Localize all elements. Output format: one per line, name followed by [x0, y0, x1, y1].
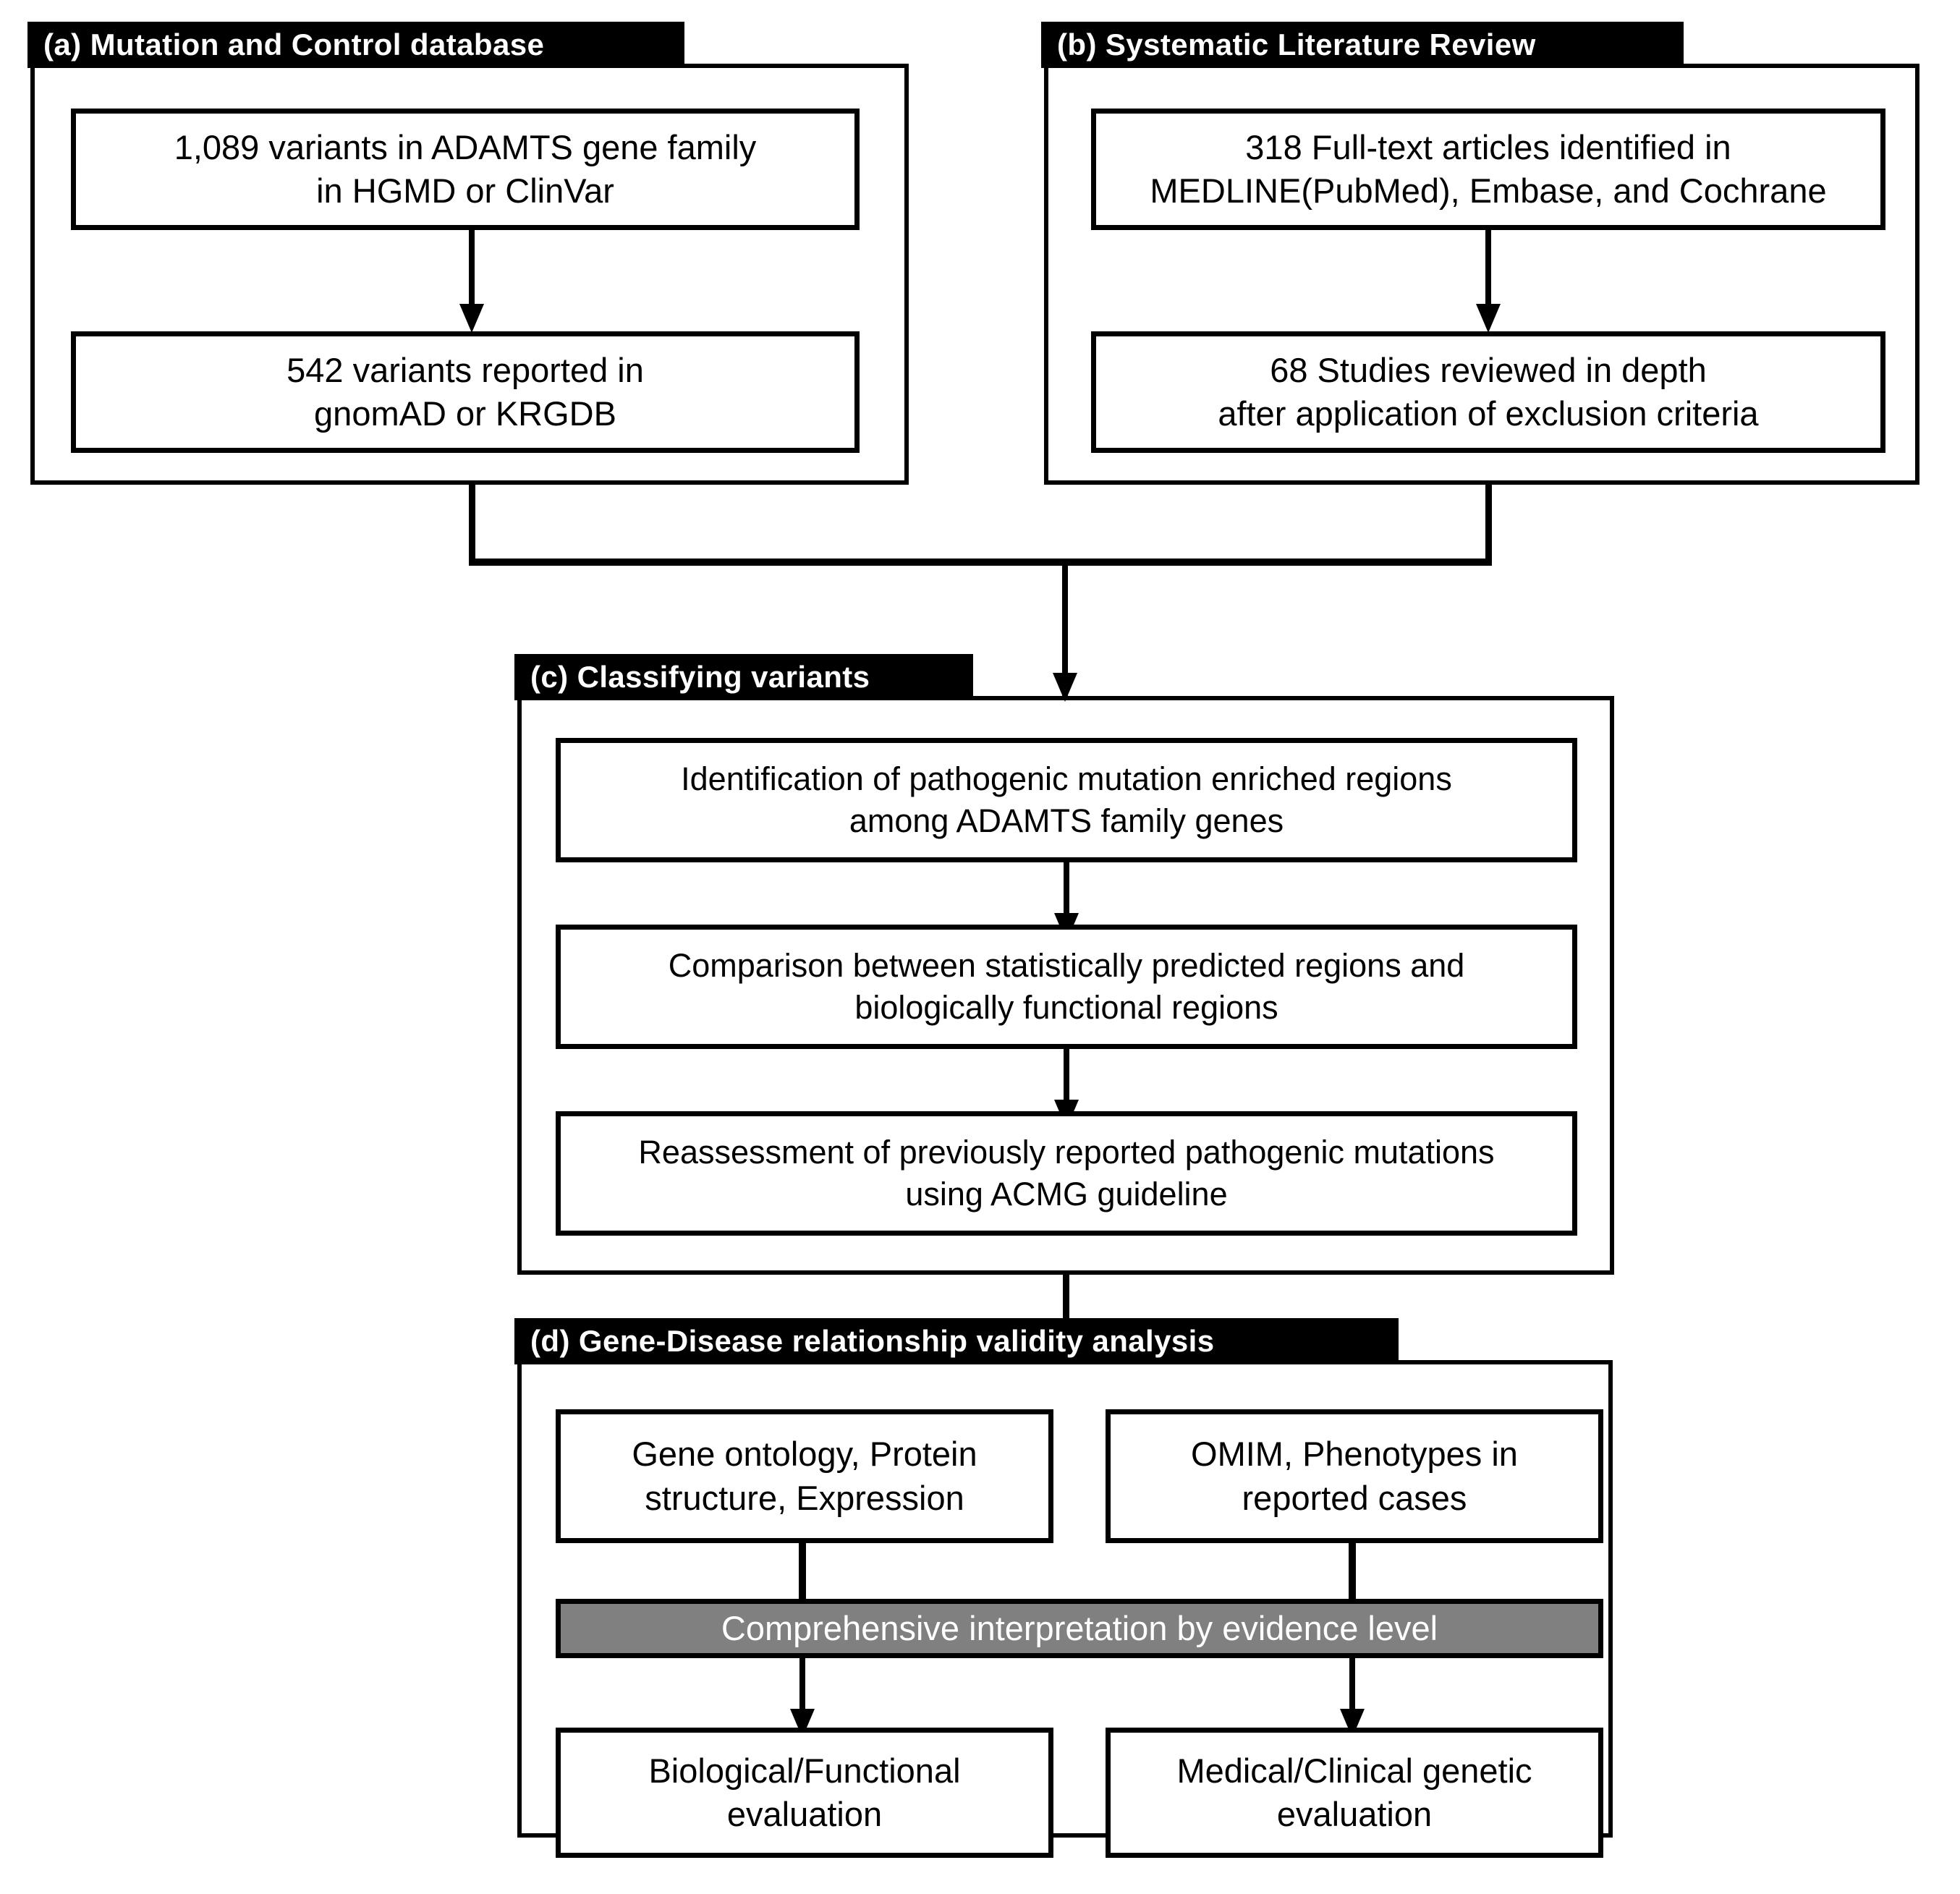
node-a2-variants-reported: 542 variants reported in gnomAD or KRGDB	[71, 331, 860, 453]
node-d-left-top-line1: Gene ontology, Protein	[632, 1435, 977, 1474]
node-b1-full-text-articles: 318 Full-text articles identified in MED…	[1091, 109, 1885, 230]
arrow-c2-to-c3-line	[1064, 1049, 1069, 1121]
node-d-right-top-line1: OMIM, Phenotypes in	[1191, 1435, 1518, 1474]
merge-drop-from-panel-a	[469, 485, 475, 564]
panel-d-header: (d) Gene-Disease relationship validity a…	[514, 1318, 1399, 1364]
arrow-a1-to-a2-line	[469, 230, 475, 324]
connector-panel-c-to-panel-d	[1063, 1275, 1069, 1318]
panel-b-header-label: (b) Systematic Literature Review	[1057, 27, 1536, 61]
node-d-left-bottom-line1: Biological/Functional	[648, 1751, 961, 1790]
node-c3-line1: Reassessment of previously reported path…	[638, 1134, 1495, 1171]
node-d-gene-ontology-protein-structure-expression: Gene ontology, Protein structure, Expres…	[556, 1409, 1053, 1543]
node-d-biological-functional-evaluation: Biological/Functional evaluation	[556, 1728, 1053, 1858]
node-d-left-bottom-line2: evaluation	[726, 1795, 883, 1833]
node-a1-line1: 1,089 variants in ADAMTS gene family	[174, 127, 757, 166]
panel-c-header: (c) Classifying variants	[514, 654, 973, 700]
node-c2-line2: biologically functional regions	[854, 989, 1278, 1026]
node-d-omim-phenotypes-reported-cases: OMIM, Phenotypes in reported cases	[1106, 1409, 1603, 1543]
node-a1-variants-in-adamts: 1,089 variants in ADAMTS gene family in …	[71, 109, 860, 230]
merge-horizontal-bar	[469, 559, 1492, 566]
panel-c-header-label: (c) Classifying variants	[530, 660, 870, 694]
arrow-highlight-to-right-bottom-line	[1349, 1658, 1355, 1730]
merge-drop-from-panel-b	[1485, 485, 1492, 564]
node-c1-line2: among ADAMTS family genes	[849, 802, 1284, 839]
arrow-b1-to-b2-head	[1476, 304, 1501, 333]
link-right-top-to-highlight	[1349, 1543, 1356, 1602]
node-c2-line1: Comparison between statistically predict…	[668, 947, 1465, 985]
node-c3-reassessment-acmg: Reassessment of previously reported path…	[556, 1111, 1577, 1236]
node-b2-line1: 68 Studies reviewed in depth	[1270, 350, 1707, 389]
panel-a-header-label: (a) Mutation and Control database	[43, 27, 545, 61]
node-b1-line1: 318 Full-text articles identified in	[1245, 127, 1731, 166]
arrow-highlight-to-left-bottom-line	[799, 1658, 805, 1730]
node-a2-line1: 542 variants reported in	[287, 350, 644, 389]
node-c1-line1: Identification of pathogenic mutation en…	[681, 760, 1452, 798]
arrow-c1-to-c2-line	[1064, 862, 1069, 935]
node-b2-line2: after application of exclusion criteria	[1218, 394, 1759, 433]
node-c3-line2: using ACMG guideline	[905, 1176, 1228, 1213]
node-b1-line2: MEDLINE(PubMed), Embase, and Cochrane	[1150, 171, 1827, 210]
merge-to-panel-c-line	[1062, 559, 1068, 696]
node-d-left-top-line2: structure, Expression	[645, 1478, 964, 1517]
arrow-a1-to-a2-head	[459, 304, 484, 333]
node-d-right-bottom-line1: Medical/Clinical genetic	[1176, 1751, 1532, 1790]
panel-b-header: (b) Systematic Literature Review	[1041, 22, 1684, 68]
node-a1-line2: in HGMD or ClinVar	[316, 171, 614, 210]
node-d-right-bottom-line2: evaluation	[1276, 1795, 1433, 1833]
panel-a-header: (a) Mutation and Control database	[27, 22, 684, 68]
node-c2-comparison-predicted-vs-functional: Comparison between statistically predict…	[556, 925, 1577, 1049]
panel-d-header-label: (d) Gene-Disease relationship validity a…	[530, 1324, 1215, 1358]
node-d-right-top-line2: reported cases	[1242, 1478, 1467, 1517]
merge-to-panel-c-head	[1053, 673, 1077, 702]
node-d-comprehensive-interpretation-highlight: Comprehensive interpretation by evidence…	[556, 1599, 1603, 1658]
link-left-top-to-highlight	[799, 1543, 806, 1602]
node-d-highlight-label: Comprehensive interpretation by evidence…	[721, 1608, 1438, 1647]
node-c1-identification-enriched-regions: Identification of pathogenic mutation en…	[556, 738, 1577, 862]
node-d-medical-clinical-genetic-evaluation: Medical/Clinical genetic evaluation	[1106, 1728, 1603, 1858]
arrow-b1-to-b2-line	[1485, 230, 1491, 324]
node-a2-line2: gnomAD or KRGDB	[314, 394, 616, 433]
node-b2-studies-reviewed: 68 Studies reviewed in depth after appli…	[1091, 331, 1885, 453]
